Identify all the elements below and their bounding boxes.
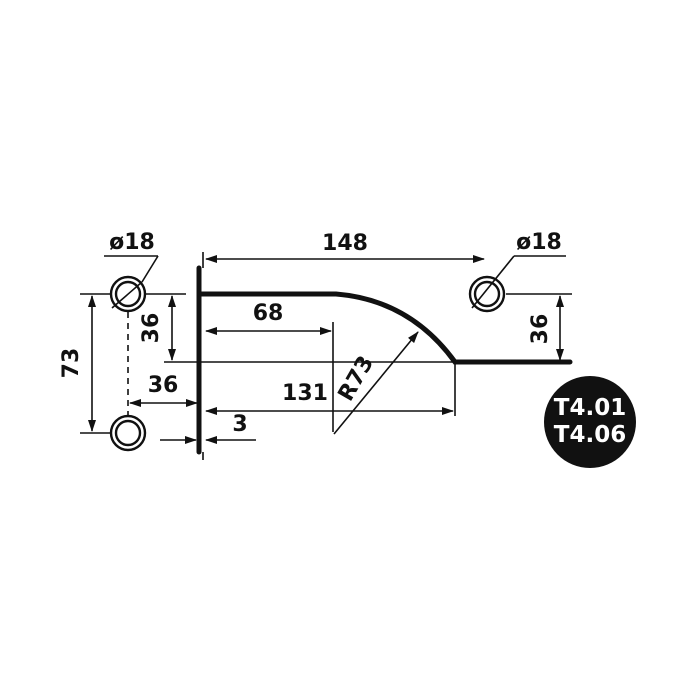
model-badge: T4.01 T4.06 [544,376,636,468]
label-36-left: 36 [139,313,164,344]
dim-line-radius [333,331,419,435]
label-73: 73 [59,348,84,379]
badge-line-2: T4.06 [553,422,627,448]
badge-line-1: T4.01 [553,395,627,421]
label-dia-right: ø18 [516,230,562,255]
label-3: 3 [232,412,247,437]
label-36-horizontal: 36 [148,373,179,398]
hole-bottom-left [109,414,147,452]
label-radius: R73 [334,352,379,406]
label-36-right: 36 [528,314,553,345]
bracket-arm [196,291,573,365]
label-131: 131 [282,381,328,406]
label-dia-left: ø18 [109,230,155,255]
leader-dia-left [111,281,143,309]
label-148: 148 [322,231,368,256]
leader-dia-right [471,255,515,309]
label-68: 68 [253,301,284,326]
leader-dia-left-ext [141,255,159,283]
hole-right [468,275,506,313]
